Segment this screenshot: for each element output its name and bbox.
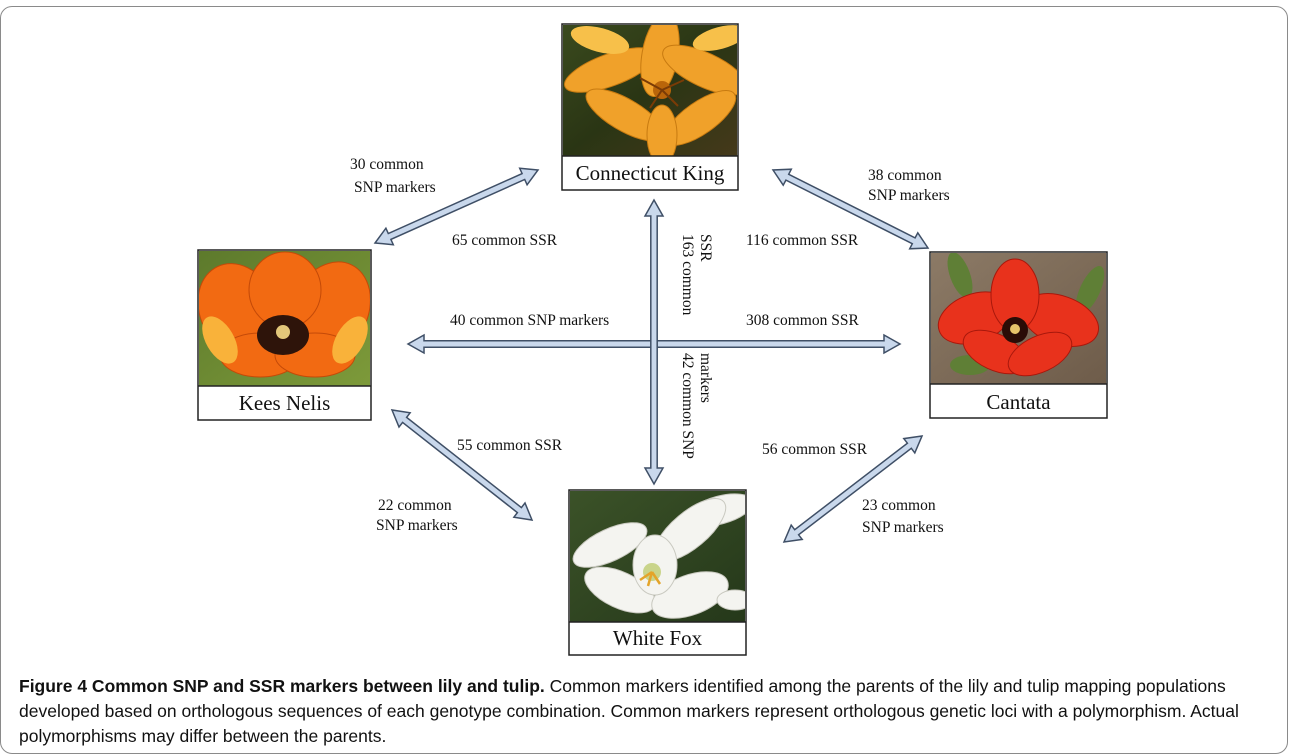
label-ca-wf-snp: 23 common SNP markers (862, 497, 944, 536)
lily-yellow-photo (563, 25, 737, 156)
label-ck-ca-ssr: 116 common SSR (746, 232, 859, 249)
node-white-fox: White Fox (568, 489, 747, 656)
node-label-cantata: Cantata (986, 390, 1051, 414)
caption-body: Common markers identified among the pare… (19, 676, 1239, 746)
lily-white-photo (570, 491, 745, 622)
label-wf-ck-snp: 42 common SNP markers (679, 353, 714, 462)
label-ck-kn-snp: 30 common SNP markers (350, 156, 436, 196)
node-cantata: Cantata (929, 251, 1108, 419)
tulip-red-photo (931, 253, 1106, 384)
figure-diagram: Connecticut King Kees Nelis (197, 23, 1108, 656)
arrow-connecticut-king-cantata (771, 168, 930, 250)
label-kn-wf-snp: 22 common SNP markers (376, 497, 458, 534)
arrow-connecticut-king-white-fox (643, 198, 665, 486)
node-connecticut-king: Connecticut King (561, 23, 739, 191)
label-kn-ca-ssr: 308 common SSR (746, 312, 859, 329)
label-ck-ca-snp: 38 common SNP markers (868, 167, 950, 204)
node-label-connecticut-king: Connecticut King (576, 161, 725, 185)
arrow-kees-nelis-connecticut-king (373, 167, 540, 246)
caption-title: Figure 4 Common SNP and SSR markers betw… (19, 676, 545, 696)
label-kn-ca-snp: 40 common SNP markers (450, 312, 609, 329)
node-kees-nelis: Kees Nelis (197, 249, 372, 421)
node-label-kees-nelis: Kees Nelis (239, 391, 331, 415)
label-kn-wf-ssr: 55 common SSR (457, 437, 563, 454)
label-ca-wf-ssr: 56 common SSR (762, 441, 868, 458)
arrow-cantata-white-fox (782, 435, 924, 543)
node-label-white-fox: White Fox (613, 626, 703, 650)
figure-caption: Figure 4 Common SNP and SSR markers betw… (19, 674, 1269, 749)
tulip-orange-photo (199, 251, 370, 386)
label-ck-wf-ssr: 163 common SSR (679, 234, 714, 319)
label-ck-kn-ssr: 65 common SSR (452, 232, 558, 249)
arrow-kees-nelis-white-fox (390, 409, 534, 521)
arrows-layer (373, 167, 930, 543)
